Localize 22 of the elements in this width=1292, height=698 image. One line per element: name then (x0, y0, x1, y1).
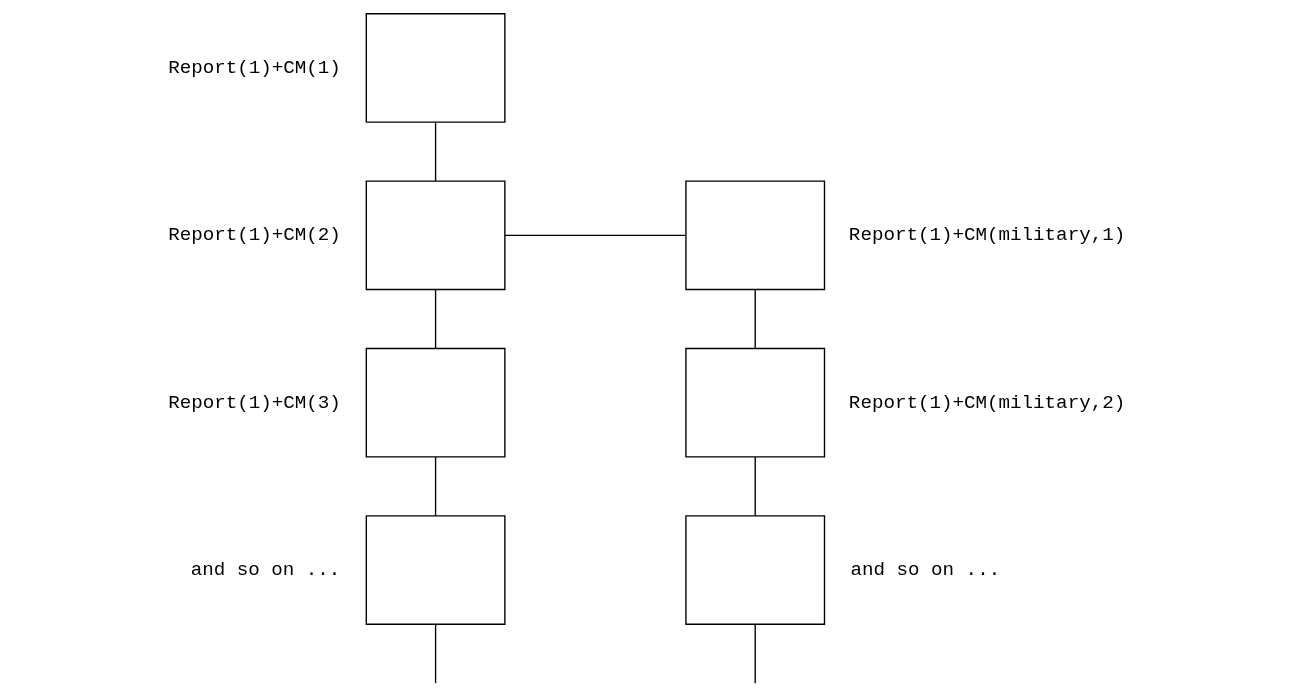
node-label: Report(1)+CM(military,1) (848, 224, 1125, 247)
node-box (365, 347, 506, 458)
connector (434, 624, 436, 684)
node-box (365, 515, 506, 625)
connector (434, 121, 436, 182)
node-box (365, 180, 506, 291)
node-label: and so on ... (190, 559, 340, 582)
node-box (365, 13, 506, 123)
connector (434, 456, 436, 517)
connector (754, 456, 756, 517)
node-box (684, 515, 825, 625)
connector (503, 234, 686, 236)
node-label: Report(1)+CM(1) (167, 57, 341, 80)
node-label: and so on ... (849, 559, 1000, 582)
connector (434, 289, 436, 350)
node-box (684, 180, 825, 291)
node-box (684, 347, 825, 458)
connector (754, 289, 756, 350)
node-label: Report(1)+CM(military,2) (848, 391, 1125, 414)
connector (754, 624, 756, 684)
node-label: Report(1)+CM(3) (167, 391, 341, 414)
node-label: Report(1)+CM(2) (167, 224, 341, 247)
